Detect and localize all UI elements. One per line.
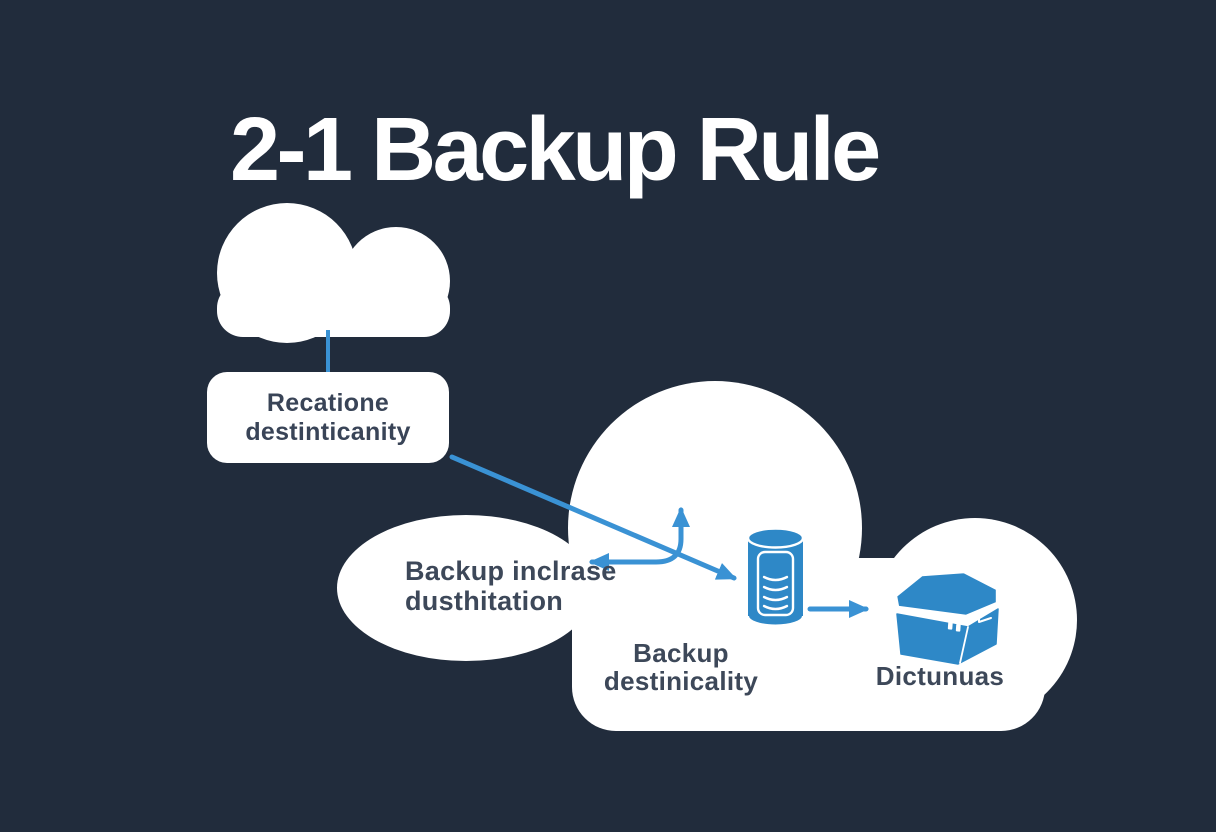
curved-arrow [589,507,690,571]
storage-box-icon [894,570,999,665]
cloud-icon [217,203,450,343]
source-box-line2: destinticanity [245,417,411,446]
page-title: 2-1 Backup Rule [230,100,881,200]
source-destination-box: Recatione destinticanity [207,372,449,463]
source-box-line1: Recatione [266,388,390,417]
database-icon [746,527,805,627]
backup-destination-line1: Backup [633,638,729,668]
backup-destination-label: Backup destinicality [571,639,791,695]
backup-increase-line1: Backup inclrase [405,556,617,586]
backup-increase-label: Backup inclrase dusthitation [405,556,617,616]
backup-destination-line2: destinicality [603,666,759,696]
device-label: Dictunuas [858,662,1022,690]
backup-increase-line2: dusthitation [405,586,564,616]
device-label-text: Dictunuas [875,661,1005,691]
